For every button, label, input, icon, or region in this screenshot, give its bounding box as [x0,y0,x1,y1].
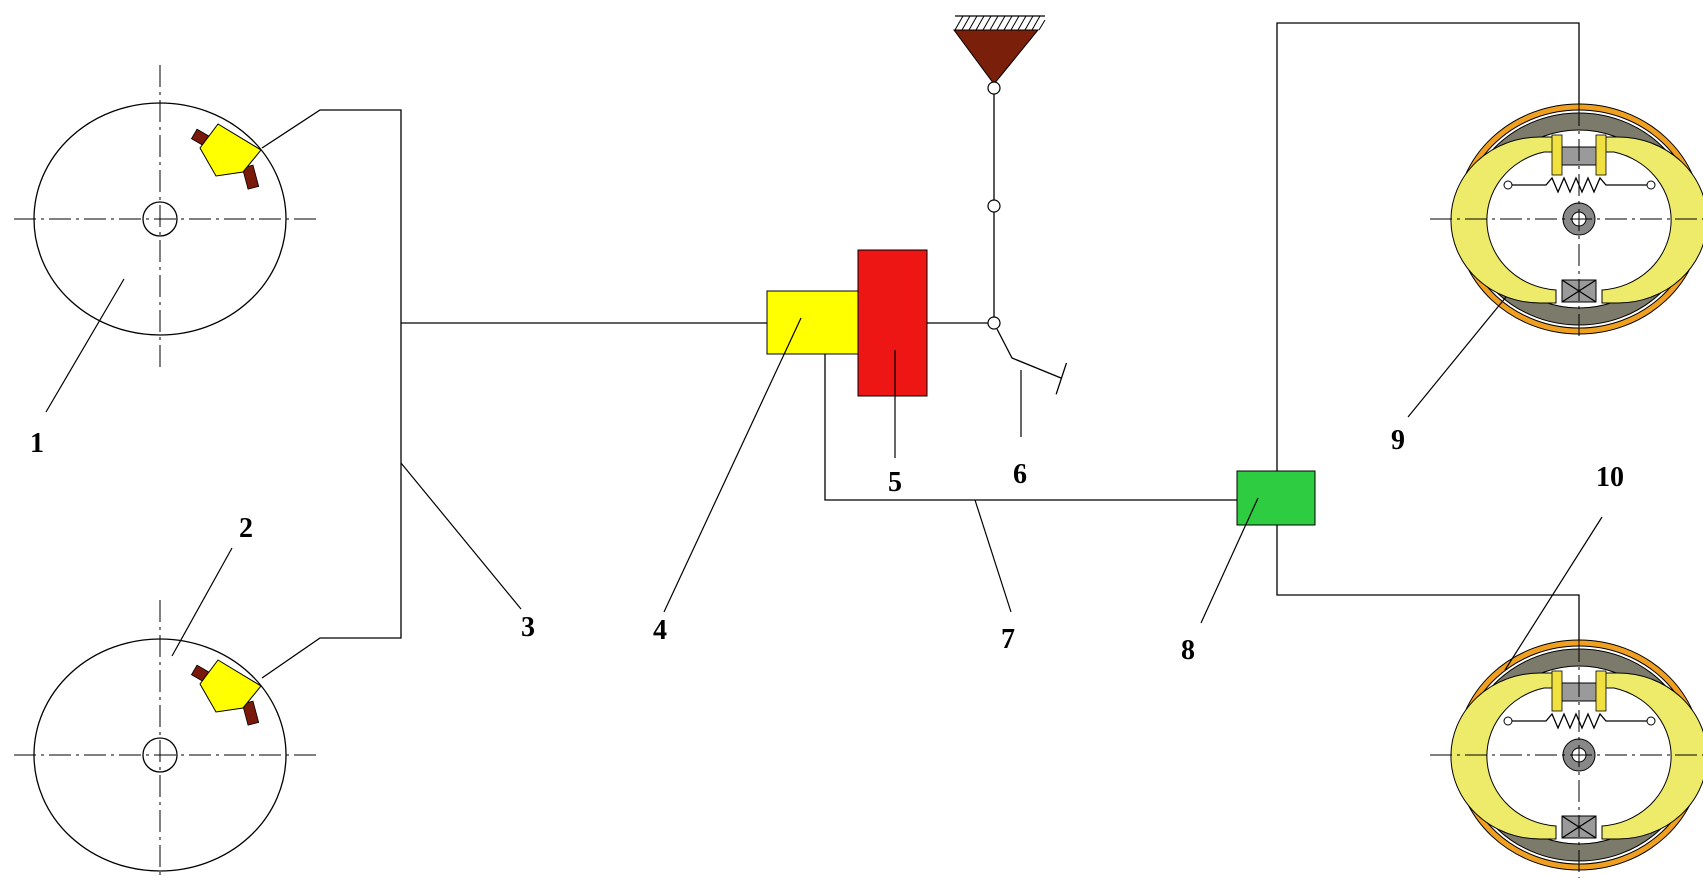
label-4: 4 [653,615,667,646]
brake-pedal-linkage [927,15,1068,395]
disc-caliper-top [190,123,262,190]
label-3: 3 [521,612,535,643]
drum-brake-bottom [1430,639,1703,878]
master-cylinder-block [857,249,928,397]
label-10: 10 [1596,462,1624,493]
front-brake-lines [261,109,767,679]
disc-brake-front [14,65,318,368]
rear-brake-line [824,354,1237,501]
label-7: 7 [1001,624,1015,655]
label-6: 6 [1013,459,1027,490]
brake-valve-block [766,290,859,355]
disc-brake-rear-left [14,600,318,878]
label-9: 9 [1391,425,1405,456]
leader-lines [45,278,1603,671]
label-1: 1 [30,428,44,459]
label-2: 2 [239,513,253,544]
label-8: 8 [1181,635,1195,666]
pressure-regulator-block [1236,470,1316,526]
drum-brake-top [1430,103,1703,340]
disc-caliper-bottom [190,659,262,726]
pedal-mount [953,29,1040,85]
label-5: 5 [888,467,902,498]
